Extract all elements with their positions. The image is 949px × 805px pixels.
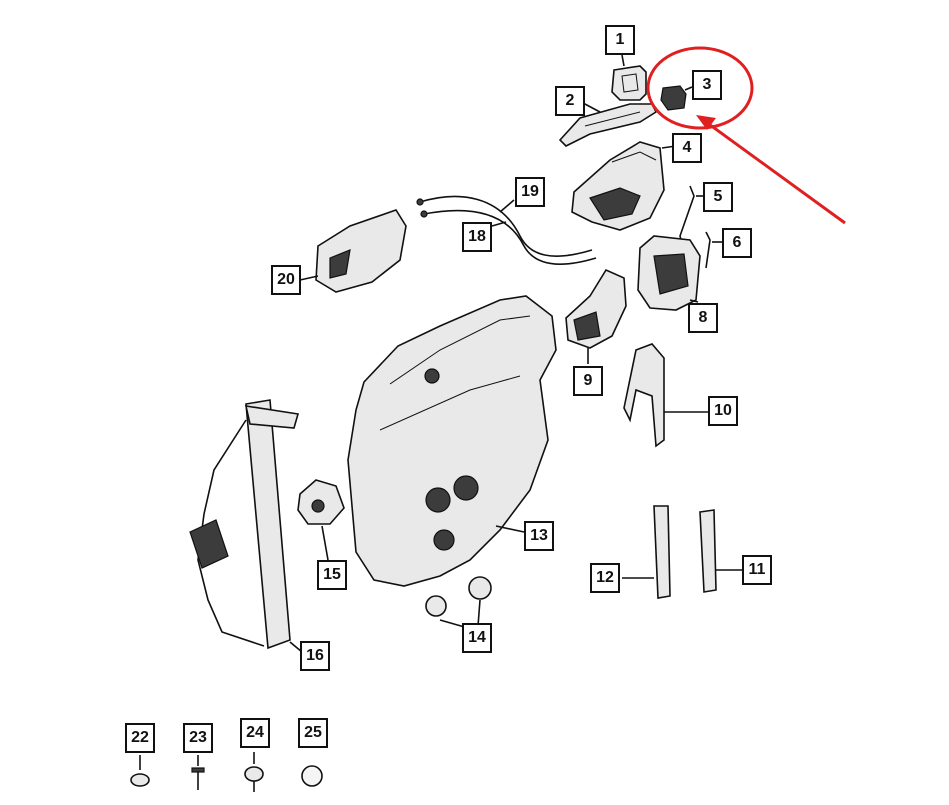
- callout-10: 10: [708, 396, 738, 426]
- part-1-gasket: [611, 54, 647, 101]
- part-11-run: [699, 509, 742, 593]
- callout-15: 15: [317, 560, 347, 590]
- callout-23: 23: [183, 723, 213, 753]
- part-16-regulator: [189, 399, 303, 653]
- callout-12: 12: [590, 563, 620, 593]
- callout-14: 14: [462, 623, 492, 653]
- part-13-panel: [347, 295, 557, 587]
- part-23-screw: [191, 755, 205, 790]
- callout-4: 4: [672, 133, 702, 163]
- part-8-actuator: [637, 235, 701, 311]
- part-6-link: [705, 231, 722, 269]
- callout-25: 25: [298, 718, 328, 748]
- callout-18: 18: [462, 222, 492, 252]
- callout-19: 19: [515, 177, 545, 207]
- callout-13: 13: [524, 521, 554, 551]
- highlight-circle: [646, 46, 754, 130]
- part-18-19-cables: [416, 195, 597, 265]
- part-9-bracket: [565, 268, 627, 364]
- part-10-channel: [623, 343, 708, 448]
- callout-24: 24: [240, 718, 270, 748]
- highlight-arrow: [696, 115, 846, 225]
- part-14-plugs: [425, 576, 492, 629]
- part-25-plug: [301, 765, 323, 787]
- callout-8: 8: [688, 303, 718, 333]
- callout-1: 1: [605, 25, 635, 55]
- callout-9: 9: [573, 366, 603, 396]
- callout-5: 5: [703, 182, 733, 212]
- part-12-guide: [622, 505, 671, 599]
- part-20-interior-handle: [299, 209, 407, 293]
- callout-3: 3: [692, 70, 722, 100]
- callout-16: 16: [300, 641, 330, 671]
- callout-2: 2: [555, 86, 585, 116]
- callout-20: 20: [271, 265, 301, 295]
- callout-22: 22: [125, 723, 155, 753]
- callout-6: 6: [722, 228, 752, 258]
- part-24-bolt: [244, 752, 264, 792]
- callout-11: 11: [742, 555, 772, 585]
- part-22-nut: [130, 755, 150, 787]
- part-15-motor: [297, 479, 345, 561]
- part-2-exterior-handle: [558, 102, 658, 147]
- part-3-clip: [660, 85, 693, 111]
- part-4-latch: [571, 141, 677, 231]
